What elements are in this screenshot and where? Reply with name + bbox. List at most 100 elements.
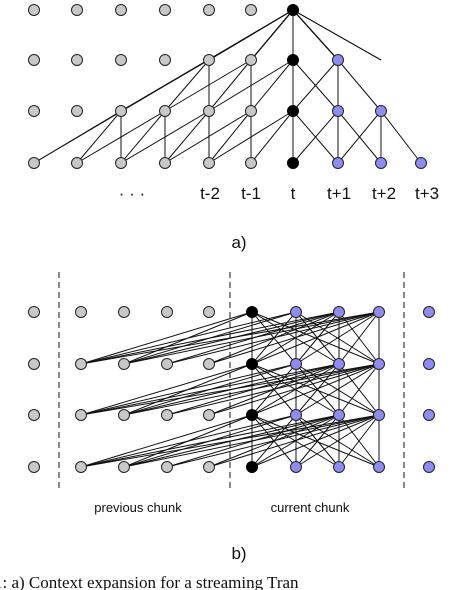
node xyxy=(203,157,215,169)
node xyxy=(28,54,40,66)
node xyxy=(290,358,302,370)
node xyxy=(71,4,83,16)
node xyxy=(28,461,40,473)
node xyxy=(375,157,387,169)
node xyxy=(161,306,173,318)
edge xyxy=(208,311,380,365)
edge xyxy=(337,110,382,164)
node xyxy=(246,306,258,318)
node xyxy=(246,358,258,370)
edge xyxy=(251,414,380,468)
node xyxy=(115,105,127,117)
node xyxy=(287,105,299,117)
node xyxy=(28,157,40,169)
edge xyxy=(80,363,253,416)
edge xyxy=(292,110,339,164)
time-label-t-1: t-1 xyxy=(241,184,261,203)
current-chunk-label: current chunk xyxy=(271,500,350,515)
edge xyxy=(80,311,340,365)
node xyxy=(333,409,345,421)
edge xyxy=(208,363,380,416)
panel-b-edges xyxy=(80,311,380,468)
node xyxy=(203,105,215,117)
node xyxy=(203,54,215,66)
edge xyxy=(208,110,252,164)
edge xyxy=(80,414,297,468)
node xyxy=(28,306,40,318)
edge xyxy=(250,59,294,112)
node xyxy=(118,461,130,473)
edge xyxy=(80,414,253,468)
node xyxy=(333,306,345,318)
edge xyxy=(123,414,380,468)
node xyxy=(203,358,215,370)
figure-caption: 1: a) Context expansion for a streaming … xyxy=(0,573,299,590)
edge xyxy=(166,311,380,365)
node xyxy=(115,157,127,169)
node xyxy=(75,461,87,473)
edge xyxy=(292,59,339,112)
node xyxy=(115,4,127,16)
node xyxy=(203,4,215,16)
node xyxy=(245,54,257,66)
edge xyxy=(164,110,210,164)
node xyxy=(287,157,299,169)
node xyxy=(423,409,435,421)
edge xyxy=(251,311,380,365)
node xyxy=(28,409,40,421)
node xyxy=(75,306,87,318)
edge xyxy=(208,110,294,164)
node xyxy=(118,409,130,421)
panel-a-edges xyxy=(33,9,422,164)
time-label-t+1: t+1 xyxy=(327,184,351,203)
node xyxy=(290,461,302,473)
ellipsis: · · · xyxy=(119,184,145,203)
node xyxy=(245,157,257,169)
node xyxy=(375,105,387,117)
panel-a-label: a) xyxy=(231,233,246,252)
node xyxy=(203,461,215,473)
node xyxy=(245,105,257,117)
edge xyxy=(123,311,380,365)
edge xyxy=(292,9,339,61)
edge xyxy=(295,414,380,468)
node xyxy=(246,409,258,421)
node xyxy=(161,461,173,473)
node xyxy=(332,157,344,169)
node xyxy=(71,105,83,117)
time-label-t: t xyxy=(291,184,296,203)
node xyxy=(71,157,83,169)
edge xyxy=(80,363,340,416)
node xyxy=(28,4,40,16)
node xyxy=(332,54,344,66)
edge xyxy=(208,414,380,468)
node xyxy=(423,306,435,318)
node xyxy=(28,358,40,370)
node xyxy=(159,105,171,117)
node xyxy=(75,409,87,421)
edge xyxy=(208,59,252,112)
node xyxy=(373,461,385,473)
edge xyxy=(295,311,380,365)
node xyxy=(373,306,385,318)
panel-a-nodes xyxy=(28,4,427,169)
edge xyxy=(80,311,253,365)
edge xyxy=(380,110,422,164)
edge xyxy=(338,414,380,468)
node xyxy=(203,409,215,421)
node xyxy=(159,4,171,16)
edge xyxy=(80,414,340,468)
panel-b-label: b) xyxy=(231,544,246,563)
edge xyxy=(120,110,210,164)
edge xyxy=(76,110,166,164)
edge xyxy=(80,311,297,365)
node xyxy=(373,358,385,370)
edge xyxy=(164,110,252,164)
edge xyxy=(164,59,252,112)
previous-chunk-label: previous chunk xyxy=(94,500,182,515)
node xyxy=(415,157,427,169)
edge xyxy=(250,110,294,164)
edge xyxy=(166,363,380,416)
edge xyxy=(123,363,380,416)
